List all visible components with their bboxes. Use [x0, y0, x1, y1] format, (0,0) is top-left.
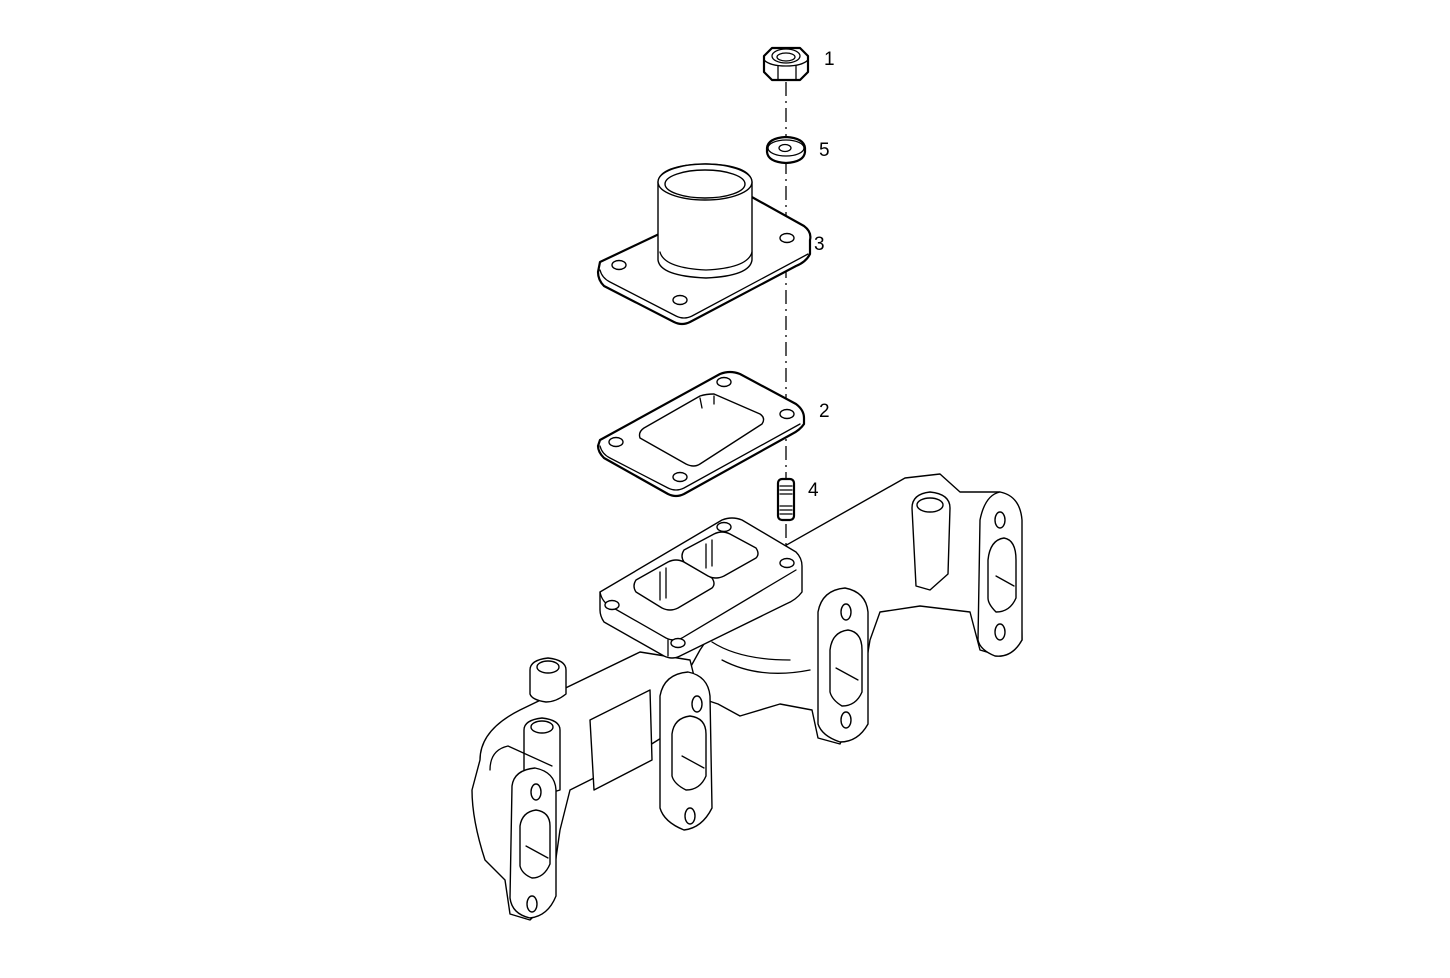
callout-4: 4 [808, 480, 819, 501]
part-4-stud [776, 477, 796, 522]
callout-2: 2 [819, 401, 830, 422]
part-5-washer [765, 135, 807, 165]
callout-3: 3 [814, 234, 825, 255]
callout-5: 5 [819, 140, 830, 161]
part-3-pipe-flange [596, 163, 812, 326]
exhaust-manifold [471, 473, 1023, 921]
part-1-hex-nut [762, 46, 810, 82]
callout-1: 1 [824, 49, 835, 70]
part-2-gasket [596, 370, 806, 498]
